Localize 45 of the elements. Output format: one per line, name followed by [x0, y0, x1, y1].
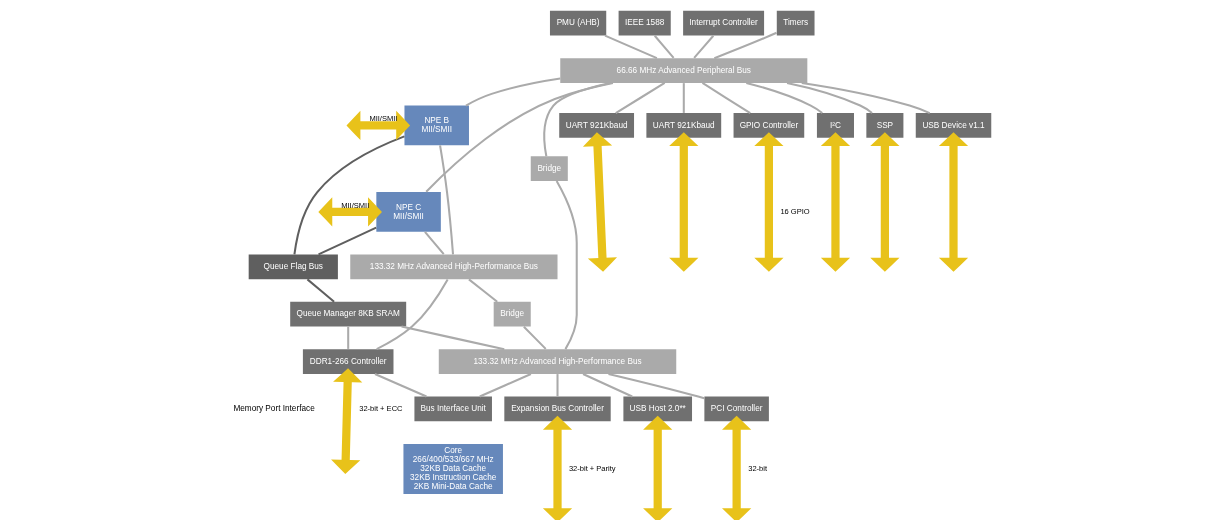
connector: [604, 34, 657, 60]
edge-label: 16 GPIO: [779, 206, 810, 216]
arrow: [820, 132, 850, 272]
arrow: [345, 110, 410, 141]
connector: [582, 373, 633, 398]
arrow: [582, 132, 617, 272]
connector: [713, 31, 777, 60]
arrow: [869, 132, 899, 272]
connector: [555, 180, 578, 350]
connector: [438, 145, 454, 255]
connector: [701, 82, 751, 114]
connector: [522, 326, 546, 350]
arrow: [753, 132, 784, 272]
edge-label: 32-bit + ECC: [358, 403, 403, 413]
arrow: [668, 132, 698, 272]
connector: [542, 81, 610, 157]
arrow: [938, 132, 968, 272]
connector: [614, 82, 665, 114]
connector: [801, 81, 930, 115]
arrow: [317, 197, 382, 227]
connector: [653, 35, 674, 59]
connector: [745, 81, 823, 114]
connector: [346, 326, 349, 349]
connector: [464, 77, 560, 107]
connector: [292, 135, 405, 255]
edge-label: 32-bit: [747, 463, 767, 473]
connector: [607, 372, 704, 400]
connector: [374, 373, 427, 398]
connector: [400, 325, 504, 351]
arrow: [721, 415, 751, 520]
arrow: [542, 415, 572, 520]
connector: [556, 374, 559, 397]
connector: [317, 226, 377, 256]
connector: [467, 278, 498, 303]
connector: [423, 231, 445, 255]
connector: [692, 35, 714, 59]
edge-label: 32-bit + Parity: [568, 463, 616, 473]
connector: [478, 373, 531, 398]
arrow: [642, 415, 672, 520]
arrow: [330, 368, 362, 474]
connector: [786, 81, 873, 114]
connector: [306, 278, 335, 303]
connector: [425, 81, 613, 193]
connector: [375, 278, 449, 350]
connector: [682, 83, 685, 113]
